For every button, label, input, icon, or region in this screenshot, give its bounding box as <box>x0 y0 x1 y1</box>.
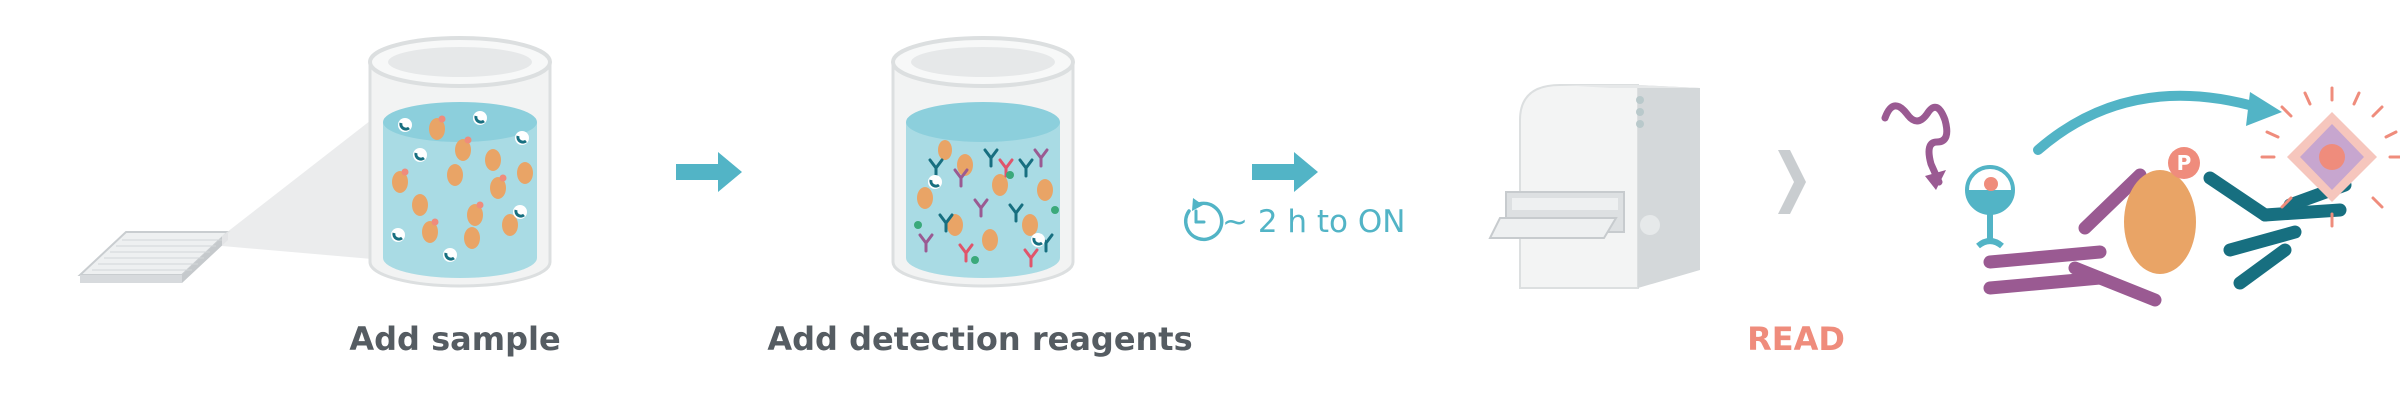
timer-icon <box>1183 198 1224 242</box>
plate-reader-icon <box>1488 84 1700 289</box>
step-arrow-icon <box>676 152 742 192</box>
step-label-read: READ <box>1747 320 1845 358</box>
incubation-time-text: ~ 2 h to ON <box>1222 204 1406 240</box>
microplate-icon <box>77 231 231 283</box>
chevron-right-icon <box>1778 150 1806 214</box>
zoom-projection <box>222 110 384 260</box>
reagent-well-icon <box>891 36 1075 288</box>
beads <box>391 111 529 262</box>
svg-text:P: P <box>2177 151 2192 175</box>
detection-mechanism-icon: P <box>1881 86 2400 307</box>
step-label-add-detection-reagents: Add detection reagents <box>767 320 1193 358</box>
analyte-cells <box>392 118 533 249</box>
sample-well-icon <box>368 36 552 288</box>
step-label-add-sample: Add sample <box>349 320 561 358</box>
step-arrow-icon-2 <box>1252 152 1318 192</box>
